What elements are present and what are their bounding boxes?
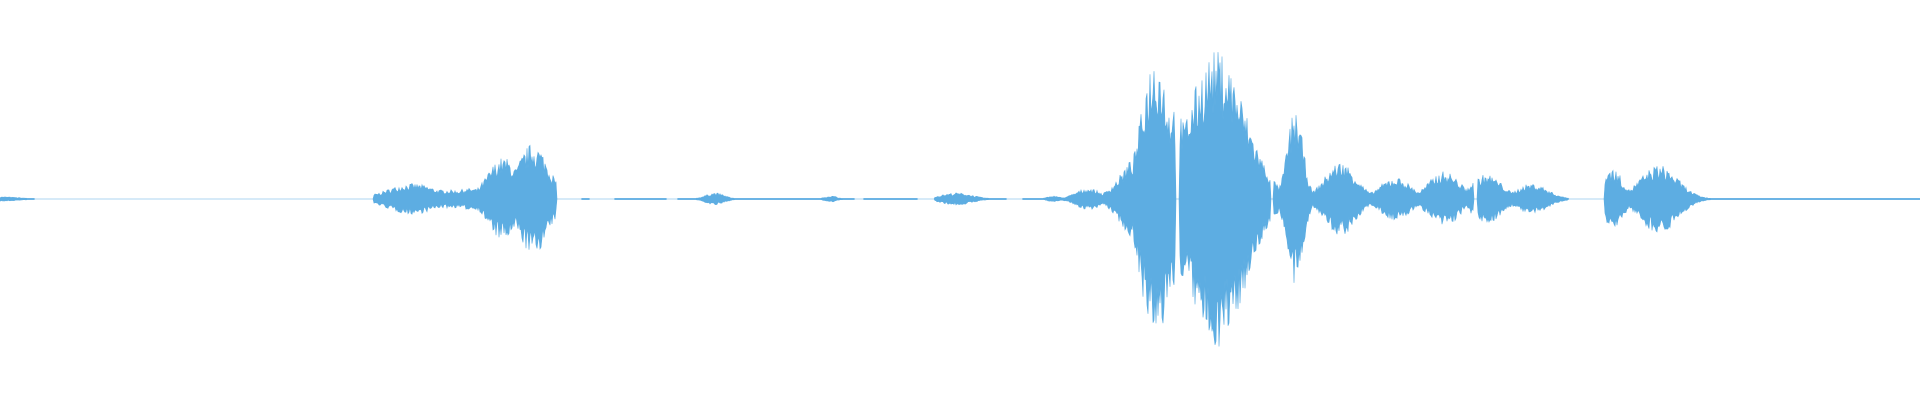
waveform-trace bbox=[0, 52, 1920, 347]
